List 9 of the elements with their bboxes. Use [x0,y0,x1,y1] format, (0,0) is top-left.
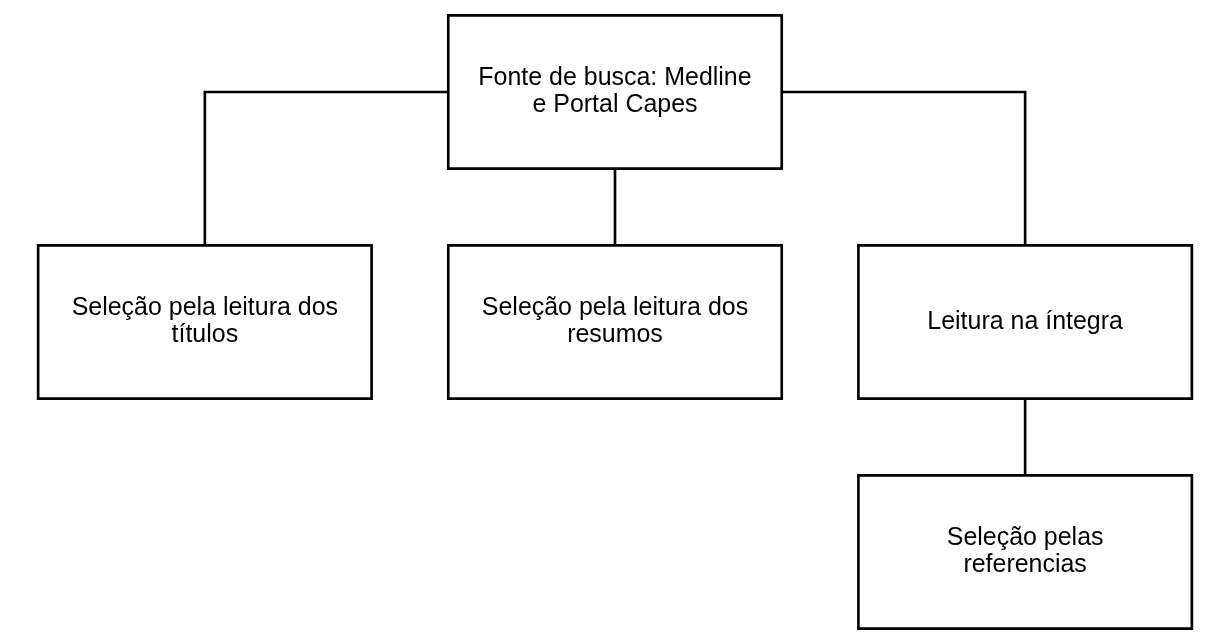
connector [781,90,1027,245]
connector [1023,399,1027,475]
node-box: Seleção pela leitura dos resumos [446,244,784,400]
node-box: Seleção pelas referencias [857,474,1194,631]
connector [203,90,449,245]
connector [613,169,617,245]
node-box: Seleção pela leitura dos títulos [36,244,373,400]
node-box: Leitura na íntegra [857,244,1194,400]
node-box: Fonte de busca: Medline e Portal Capes [446,13,784,170]
